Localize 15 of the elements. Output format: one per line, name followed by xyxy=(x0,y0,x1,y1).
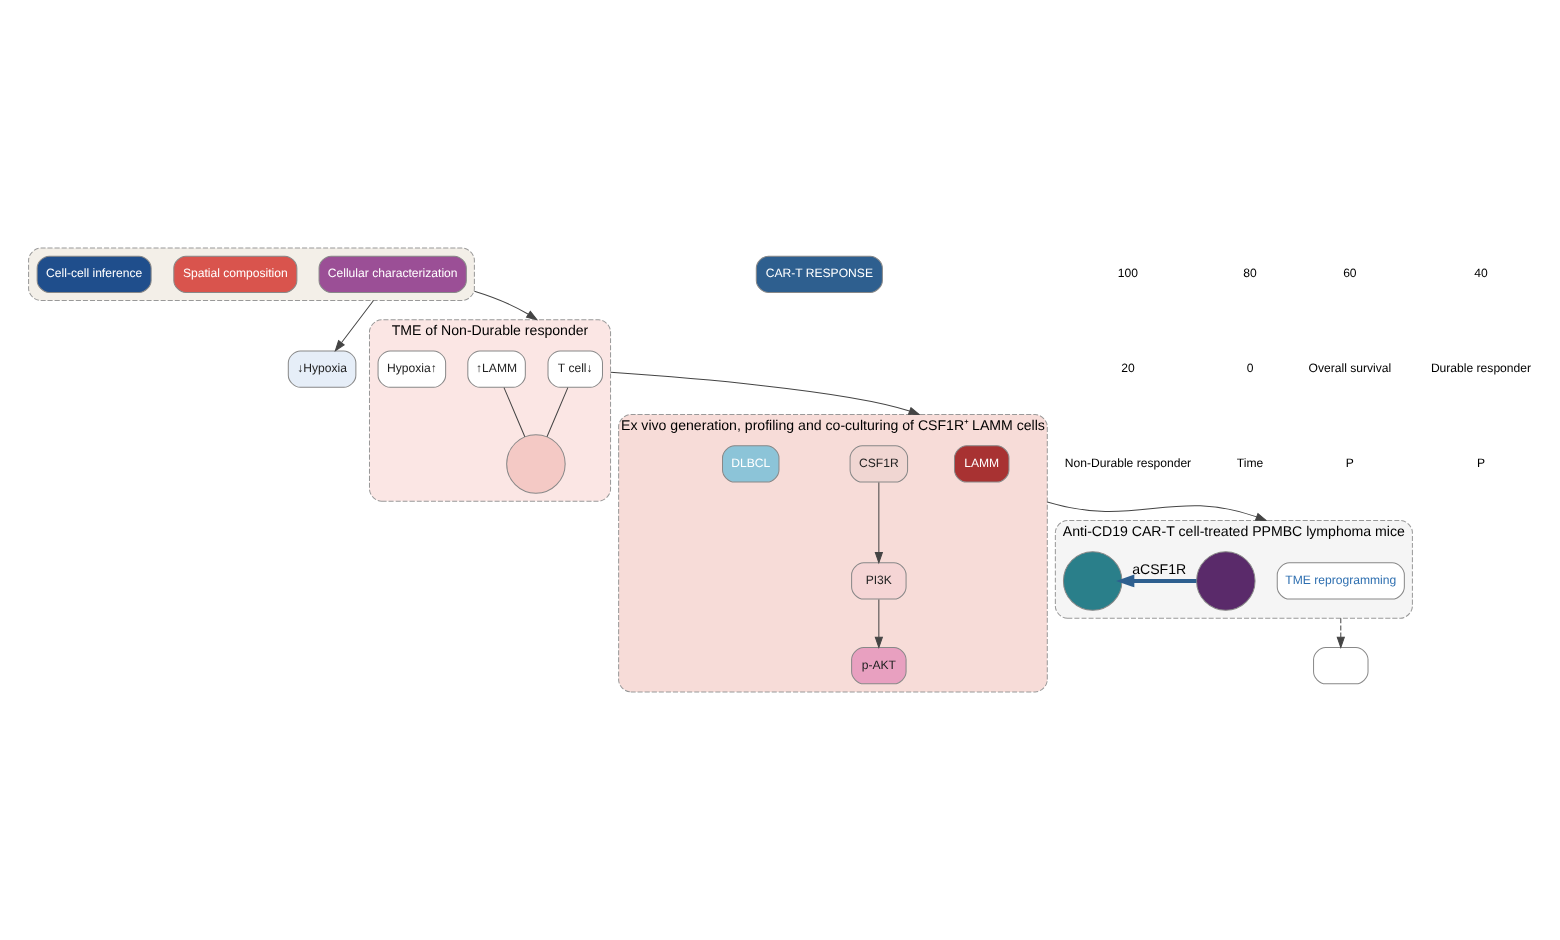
arrow xyxy=(334,300,374,352)
node-box xyxy=(1313,647,1369,685)
arrow xyxy=(610,371,921,416)
arrow xyxy=(874,599,884,649)
node-circle xyxy=(1196,551,1256,611)
arrow xyxy=(1336,617,1346,649)
arrow xyxy=(1116,574,1197,588)
arrow xyxy=(473,290,539,321)
arrow xyxy=(874,481,884,565)
connector xyxy=(503,387,526,438)
connector xyxy=(546,387,569,438)
arrow xyxy=(1046,501,1268,521)
cluster xyxy=(28,247,475,302)
node-circle xyxy=(506,434,566,494)
node-circle xyxy=(1062,551,1123,611)
